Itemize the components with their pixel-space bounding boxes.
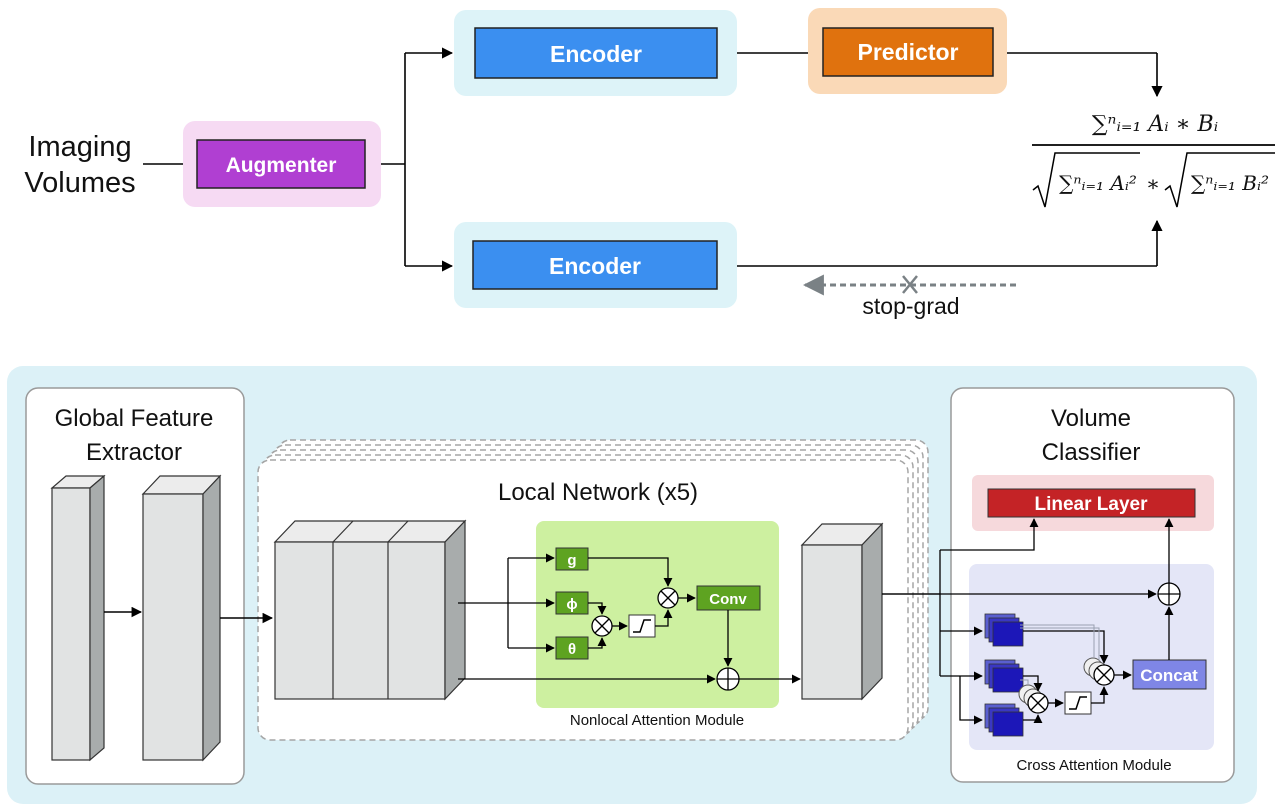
nonlocal-connectors: [458, 553, 801, 684]
classifier-add-icon: [1157, 582, 1181, 606]
local-feature-blocks: [273, 519, 467, 701]
cross-multiply-icon-2: [1027, 692, 1049, 714]
conv-label: Conv: [709, 591, 747, 608]
nonlocal-multiply-icon-2: [591, 615, 613, 637]
augmenter-label: Augmenter: [226, 154, 337, 177]
local-output-block: [800, 522, 884, 701]
augmenter-box: [196, 139, 366, 189]
conv-box: [696, 585, 761, 611]
nonlocal-module-label: Nonlocal Attention Module: [570, 712, 744, 729]
global-feature-title-line2: Extractor: [86, 439, 182, 466]
concat-box: [1132, 659, 1207, 690]
global-feature-title-line1: Global Feature: [55, 405, 214, 432]
cross-feature-stack-3: [984, 703, 1024, 737]
encoder-bottom-label: Encoder: [549, 253, 641, 279]
volume-classifier-title-line1: Volume: [1051, 405, 1131, 432]
predictor-label: Predictor: [858, 39, 959, 65]
nonlocal-attention-module: [536, 521, 779, 708]
encoder-bottom-box: [472, 240, 718, 290]
sqrt-right-icon: [1164, 152, 1275, 208]
g-box: [555, 547, 589, 571]
linear-layer-box: [987, 488, 1196, 518]
input-label: Imaging Volumes: [24, 131, 135, 199]
classifier-connectors: [882, 518, 1174, 725]
phi-label: ϕ: [566, 596, 577, 613]
volume-classifier-title-line2: Classifier: [1042, 439, 1141, 466]
encoder-top-box: [474, 27, 718, 79]
gfe-block-2: [141, 474, 222, 762]
stop-grad-cross-icon: [902, 275, 918, 294]
formula-denominator-right: ∑ⁿᵢ₌₁ Bᵢ²: [1191, 171, 1269, 195]
top-connectors: [143, 47, 1163, 272]
local-network-title: Local Network (x5): [498, 479, 698, 506]
concat-label: Concat: [1140, 666, 1198, 685]
cross-attention-label: Cross Attention Module: [1016, 757, 1171, 774]
formula-times: ∗: [1146, 172, 1160, 196]
cross-multiply-icon-1: [1093, 664, 1115, 686]
cosine-similarity-formula: ∑ⁿᵢ₌₁ Aᵢ ∗ Bᵢ ∑ⁿᵢ₌₁ Aᵢ² ∗ ∑ⁿᵢ₌₁ Bᵢ²: [1032, 112, 1275, 208]
g-label: g: [567, 552, 576, 569]
encoder-top-label: Encoder: [550, 41, 642, 67]
linear-layer-label: Linear Layer: [1035, 494, 1149, 515]
nonlocal-multiply-icon-1: [657, 587, 679, 609]
cross-feature-stack-2: [984, 659, 1024, 693]
svg-text:Volumes: Volumes: [24, 167, 135, 199]
formula-numerator: ∑ⁿᵢ₌₁ Aᵢ ∗ Bᵢ: [1092, 112, 1218, 137]
formula-denominator-left: ∑ⁿᵢ₌₁ Aᵢ²: [1059, 171, 1137, 195]
theta-label: θ: [568, 641, 576, 658]
cross-shadow-connectors: [1020, 624, 1100, 684]
gfe-block-1: [50, 474, 106, 762]
predictor-box: [822, 27, 994, 77]
svg-text:Imaging: Imaging: [28, 131, 131, 163]
stop-grad-label: stop-grad: [862, 293, 959, 319]
nonlocal-add-icon: [716, 667, 740, 691]
cross-feature-stack-1: [984, 613, 1024, 647]
sqrt-left-icon: [1032, 152, 1140, 208]
